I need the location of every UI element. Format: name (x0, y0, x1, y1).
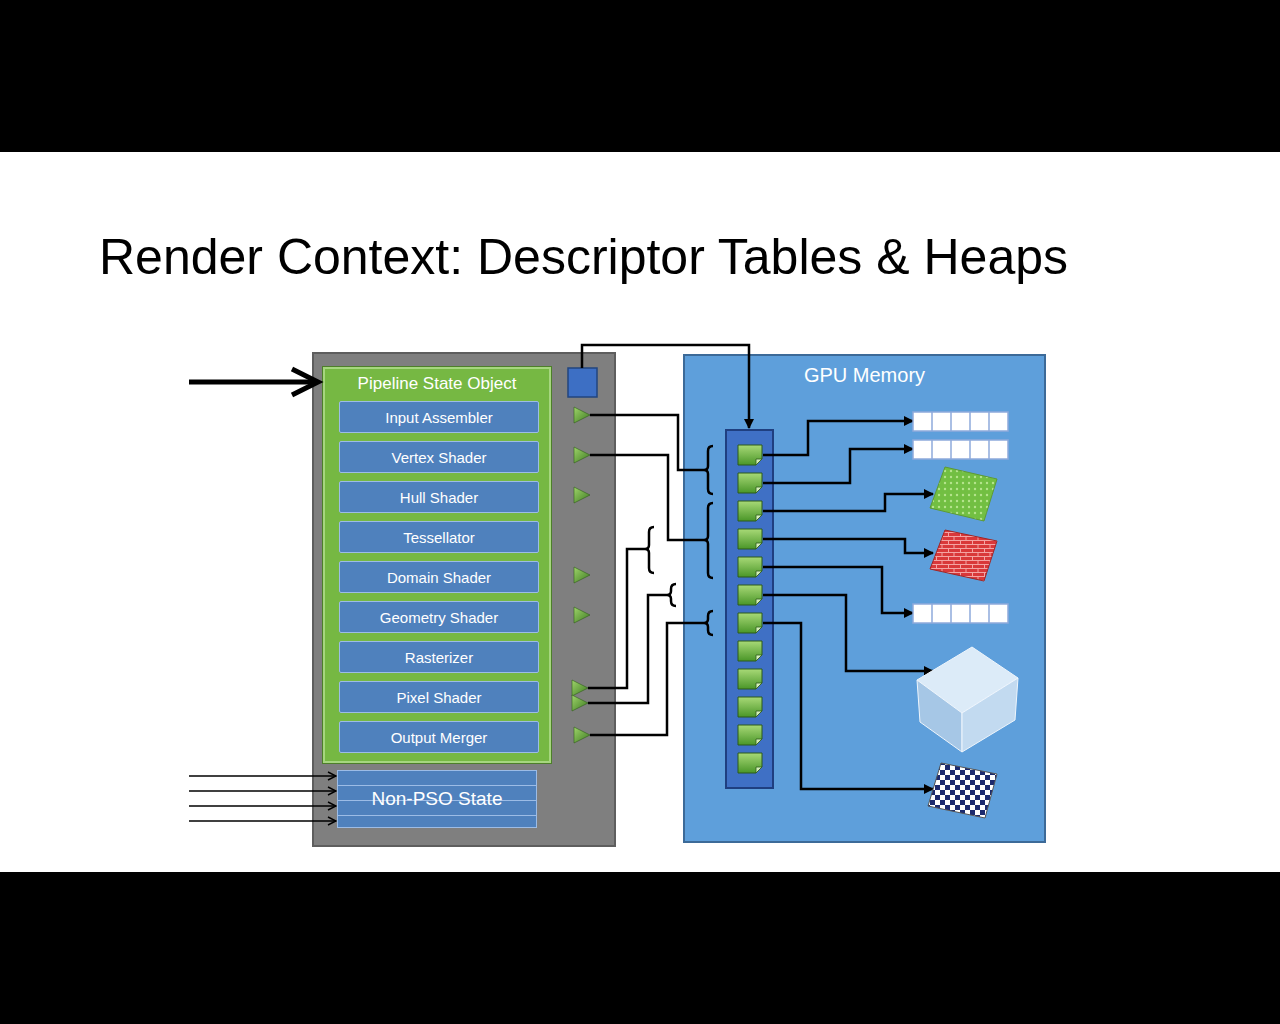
slide-title: Render Context: Descriptor Tables & Heap… (99, 227, 1068, 287)
descriptor (738, 725, 762, 745)
slot-marker (574, 607, 590, 623)
texture (928, 763, 997, 818)
stage-box: Hull Shader (339, 481, 539, 513)
slide (0, 152, 1280, 872)
state-object-box: Pipeline State ObjectInput AssemblerVert… (323, 367, 551, 763)
state-arrow (189, 820, 336, 822)
slot-marker (574, 407, 590, 423)
memory-region: GPU Memory (683, 354, 1046, 843)
binding-wire (588, 549, 645, 688)
root-wire (582, 345, 749, 428)
descriptor (738, 473, 762, 493)
state-box: Non-PSO State (337, 770, 537, 828)
buffer-cells (932, 412, 989, 431)
stage-box: Input Assembler (339, 401, 539, 433)
slot-marker (572, 680, 588, 696)
descriptor (738, 641, 762, 661)
stage-box: Tessellator (339, 521, 539, 553)
texture (930, 467, 997, 521)
stage-box: Vertex Shader (339, 441, 539, 473)
stage-box: Output Merger (339, 721, 539, 753)
node-label: Pipeline State Object (325, 369, 549, 394)
binding-wire (590, 455, 704, 540)
buffer (913, 412, 1008, 431)
resource-wire (763, 595, 933, 671)
resource-wire (763, 539, 933, 553)
descriptor (738, 529, 762, 549)
node-label: Domain Shader (387, 569, 491, 586)
range-bracket (704, 503, 713, 578)
binding-wire (590, 623, 704, 735)
descriptor-heap (726, 430, 773, 788)
buffer (913, 440, 1008, 459)
descriptor (738, 669, 762, 689)
range-bracket (704, 446, 713, 494)
node-label: Geometry Shader (380, 609, 498, 626)
descriptor (738, 445, 762, 465)
node-label: Input Assembler (385, 409, 493, 426)
range-bracket (667, 584, 676, 606)
binding-wire (588, 595, 667, 703)
node-label: Pixel Shader (396, 689, 481, 706)
state-arrow (189, 805, 336, 807)
node-label: Non-PSO State (372, 788, 503, 810)
buffer-cells (932, 604, 989, 623)
slot-marker (574, 447, 590, 463)
resource-wire (763, 623, 933, 789)
descriptor (738, 613, 762, 633)
node-label: GPU Memory (685, 356, 1044, 387)
stage-box: Domain Shader (339, 561, 539, 593)
slot-marker (574, 567, 590, 583)
descriptor (738, 585, 762, 605)
slot-marker (574, 727, 590, 743)
node-label: Hull Shader (400, 489, 478, 506)
render-context-box (313, 353, 615, 846)
resource-wire (763, 567, 913, 613)
stage-box: Rasterizer (339, 641, 539, 673)
input-arrowhead (292, 369, 318, 395)
resource-wire (763, 494, 933, 511)
descriptor (738, 697, 762, 717)
resource-wire (763, 449, 913, 483)
descriptor (738, 557, 762, 577)
cube-face (962, 678, 1018, 752)
stage-box: Geometry Shader (339, 601, 539, 633)
texture (930, 530, 997, 581)
stage-box: Pixel Shader (339, 681, 539, 713)
slot-marker (572, 695, 588, 711)
root-pointer (568, 368, 597, 397)
range-bracket (704, 611, 713, 635)
descriptor (738, 501, 762, 521)
node-label: Tessellator (403, 529, 475, 546)
state-arrow (189, 790, 336, 792)
node-label: Vertex Shader (391, 449, 486, 466)
state-arrow (189, 775, 336, 777)
node-label: Rasterizer (405, 649, 473, 666)
buffer-cells (932, 440, 989, 459)
binding-wire (590, 415, 704, 470)
node-label: Output Merger (391, 729, 488, 746)
input-arrow (189, 380, 316, 385)
slot-marker (574, 487, 590, 503)
buffer (913, 604, 1008, 623)
cube-face (917, 680, 962, 752)
resource-wire (763, 421, 913, 455)
descriptor (738, 753, 762, 773)
cube-face (917, 647, 1018, 713)
range-bracket (645, 527, 654, 573)
